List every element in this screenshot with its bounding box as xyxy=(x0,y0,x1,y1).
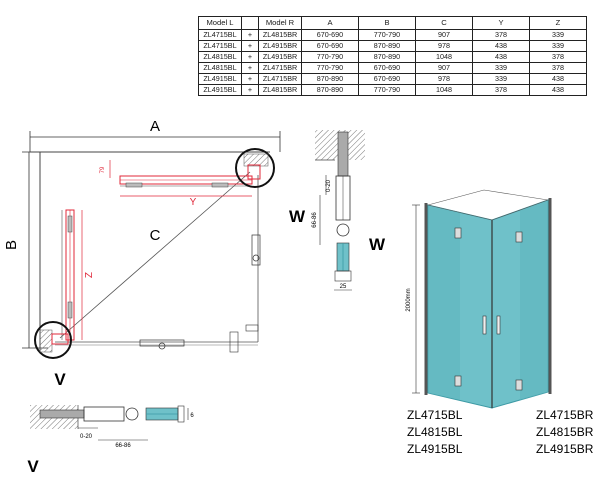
left-door-leaf xyxy=(428,205,460,400)
wall-profile xyxy=(247,164,261,180)
label-v: V xyxy=(27,457,39,476)
table-cell: ZL4915BL xyxy=(198,84,242,96)
table-cell: 870-890 xyxy=(301,84,359,96)
label-w: W xyxy=(369,235,386,254)
wall-anchor-icon xyxy=(337,131,349,177)
dim-0-20: 0-20 xyxy=(80,434,93,440)
hinge-icon xyxy=(67,215,73,233)
knob-icon xyxy=(158,342,166,350)
label-y: Y xyxy=(190,197,197,208)
detail-v-marker xyxy=(34,321,72,359)
wall-profile xyxy=(51,333,69,345)
knob-icon xyxy=(252,254,260,262)
label-z: Z xyxy=(84,272,95,278)
corner-bracket-icon xyxy=(245,324,259,332)
handle-icon xyxy=(496,315,501,335)
dim-25: 25 xyxy=(340,284,347,290)
label-a: A xyxy=(150,118,160,135)
table-cell: + xyxy=(241,84,259,96)
seal-profile xyxy=(177,405,185,423)
hinge-icon xyxy=(454,375,462,387)
wall-hatch xyxy=(243,153,269,167)
dim-0-20: 0-20 xyxy=(326,179,332,192)
table-cell: 770-790 xyxy=(358,84,416,96)
dim-66-86: 66-86 xyxy=(312,212,318,228)
height-dim: 2000mm xyxy=(406,288,412,311)
hinge-icon xyxy=(211,182,229,188)
label-w: W xyxy=(289,207,306,226)
detail-w: 0-20 66-86 25 W xyxy=(289,130,365,291)
enclosure-3d-view: 2000mm W ZL4715BL ZL4815BL ZL4915BL ZL47… xyxy=(369,189,594,456)
right-model-label: ZL4715BR xyxy=(536,408,594,422)
detail-w-marker xyxy=(235,148,275,188)
handle-icon xyxy=(482,315,487,335)
label-b: B xyxy=(3,240,20,250)
wall-anchor-icon xyxy=(39,409,85,419)
handle-icon xyxy=(229,331,239,353)
dim-66-86: 66-86 xyxy=(115,443,131,449)
label-c: C xyxy=(150,227,161,244)
hinge-icon xyxy=(515,231,523,243)
hinge-icon xyxy=(454,227,462,239)
right-door-leaf xyxy=(520,200,548,400)
seal-profile xyxy=(334,270,352,282)
right-model-label: ZL4815BR xyxy=(536,425,594,439)
right-model-label: ZL4915BR xyxy=(536,442,594,456)
hinge-icon xyxy=(125,182,143,188)
left-model-label: ZL4815BL xyxy=(407,425,463,439)
left-model-label: ZL4915BL xyxy=(407,442,463,456)
diagonal-c xyxy=(59,171,251,339)
top-outline xyxy=(427,189,549,221)
label-v: V xyxy=(54,370,66,389)
left-model-label: ZL4715BL xyxy=(407,408,463,422)
label-79: 79 xyxy=(100,166,106,173)
handle-icon xyxy=(251,234,261,266)
spec-table: Model L Model R A B C Y Z ZL4715BL+ZL481… xyxy=(198,16,587,96)
hinge-icon xyxy=(67,301,73,319)
hinge-knob-icon xyxy=(336,223,350,237)
hinge-knob-icon xyxy=(125,407,139,421)
table-cell: 438 xyxy=(529,84,587,96)
dim-6: 6 xyxy=(190,413,194,419)
handle-icon xyxy=(139,339,185,347)
wall-profile xyxy=(83,406,125,422)
table-cell: 1048 xyxy=(415,84,473,96)
hinge-icon xyxy=(515,379,523,391)
detail-v: 0-20 66-86 6 V xyxy=(27,405,194,476)
plan-view: A B C 79 Y Z xyxy=(3,118,281,389)
wall-hatch xyxy=(39,329,53,353)
